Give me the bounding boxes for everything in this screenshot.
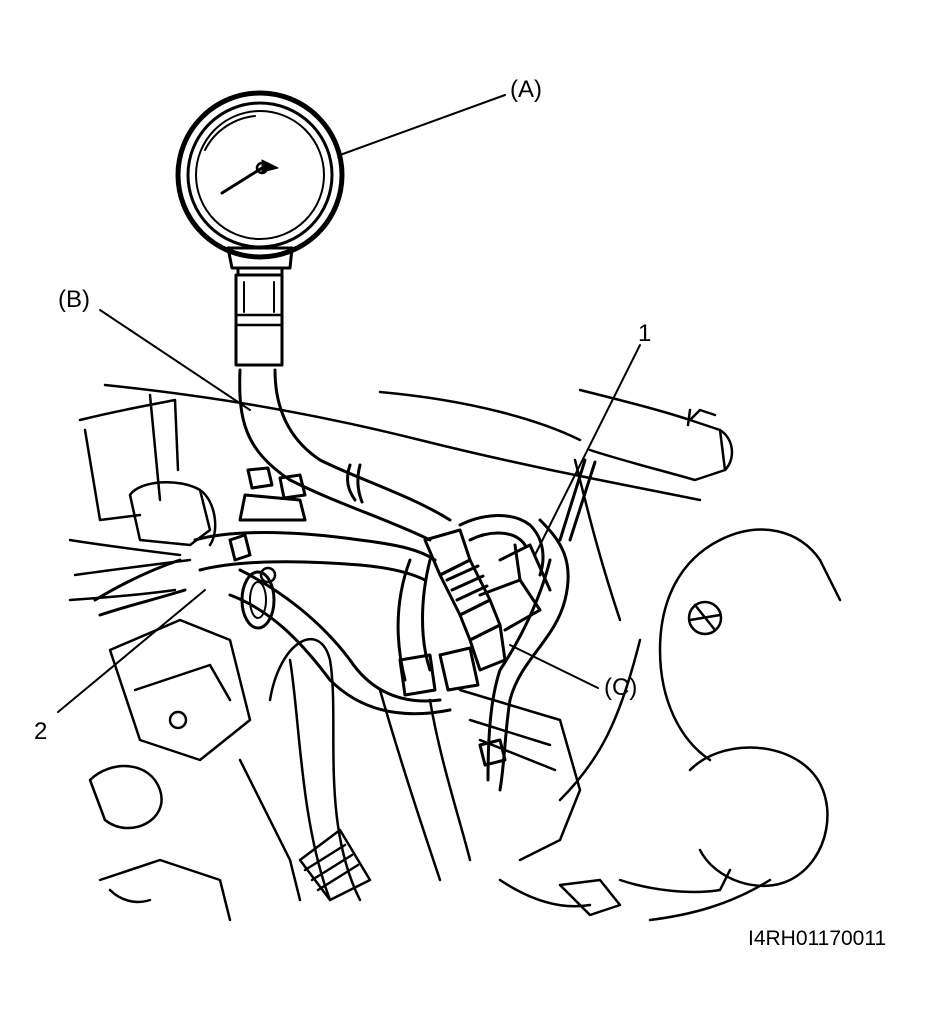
- label-attachment-c: (C): [604, 674, 638, 701]
- gauge-hose: [240, 370, 450, 540]
- label-hose-b: (B): [58, 286, 90, 313]
- figure-code: I4RH01170011: [748, 927, 887, 950]
- leader-a: [340, 95, 505, 155]
- fuel-connector-attachment: [398, 516, 550, 695]
- leader-lines: [58, 95, 640, 712]
- label-gauge-a: (A): [510, 76, 542, 103]
- engine-background: [70, 385, 840, 920]
- pressure-gauge: [178, 93, 342, 365]
- label-part-2: 2: [34, 718, 48, 745]
- leader-c: [510, 645, 598, 688]
- leader-1: [535, 345, 640, 555]
- leader-2: [58, 590, 205, 712]
- leader-b: [100, 310, 250, 410]
- label-part-1: 1: [638, 320, 652, 347]
- fuel-lines: [95, 460, 595, 790]
